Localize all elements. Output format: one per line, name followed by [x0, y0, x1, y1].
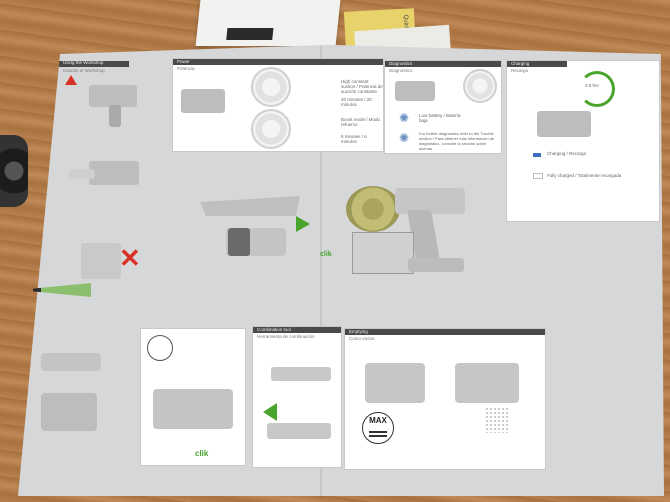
panel-combination: Combination tool Herramienta de combinac…	[252, 326, 342, 468]
led-icon: ✺	[399, 111, 410, 125]
arrow-icon	[263, 403, 277, 421]
fold-line	[320, 46, 322, 498]
panel-power: Power Potencia High constant suction / P…	[172, 58, 384, 152]
cross-icon: ✕	[119, 243, 141, 273]
combination-tool	[271, 367, 331, 381]
vacuum-motor	[395, 188, 465, 214]
combination-tool	[267, 423, 331, 439]
cyclone-head	[346, 186, 400, 232]
vacuum-illustration	[455, 363, 519, 403]
panel-emptying: Emptying Como vaciar	[344, 328, 546, 470]
battery	[408, 258, 464, 272]
filter-disc	[251, 67, 291, 107]
charging-led-icon	[533, 153, 541, 157]
warning-icon	[65, 75, 77, 85]
white-box	[195, 0, 341, 46]
charging-timer-icon	[579, 71, 615, 107]
panel-handheld	[30, 332, 132, 464]
dust-bin	[352, 232, 414, 274]
crevice-tool	[200, 196, 300, 216]
filter-disc	[463, 69, 497, 103]
magnify-icon	[147, 335, 173, 361]
arrow-icon	[296, 216, 310, 232]
vacuum-illustration	[365, 363, 425, 403]
max-line-icon: MAX	[362, 412, 394, 444]
panel-attach: clik	[140, 328, 246, 466]
black-roller	[0, 135, 28, 207]
charged-led-icon	[533, 173, 543, 179]
panel-charging: Charging Recarga 3.5 hrs Charging / Reca…	[506, 60, 660, 222]
filter-disc	[251, 109, 291, 149]
debris	[485, 407, 509, 433]
led-icon: ✺	[399, 131, 410, 145]
panel-using: Using the Workshop Usando el Workshop ✕	[33, 60, 156, 334]
panel-diagnostics: Diagnostics Diagnóstico ✺ ✺ Low battery …	[384, 60, 502, 154]
